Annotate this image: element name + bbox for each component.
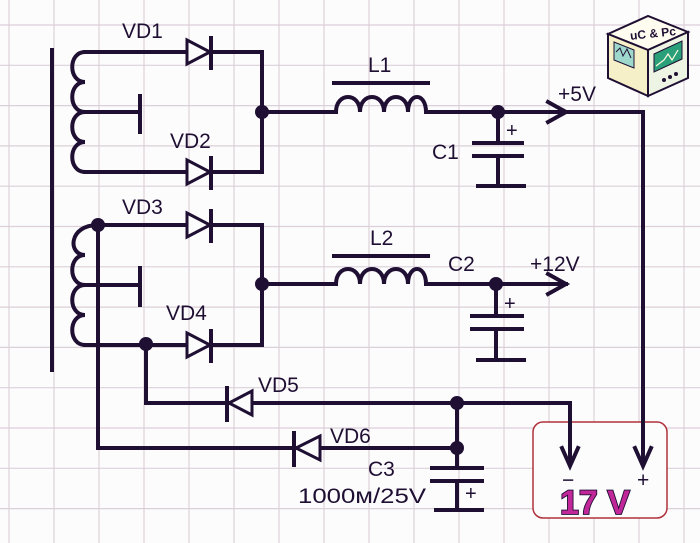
capacitor-c2: + — [470, 282, 526, 362]
plus-terminal-sign: + — [637, 469, 649, 492]
output-17v-label: 17 V — [560, 484, 630, 522]
diode-vd5 — [225, 386, 254, 422]
label-c3: C3 — [368, 458, 395, 481]
oscilloscope-cube-logo: uC & Pc — [605, 14, 691, 98]
logo-text: uC & Pc — [629, 24, 677, 43]
label-l1: L1 — [368, 54, 391, 77]
c1-plus-sign: + — [506, 120, 518, 142]
arrow-12v — [545, 271, 571, 297]
label-l2: L2 — [370, 227, 393, 250]
label-c1: C1 — [432, 141, 459, 164]
label-c2: C2 — [448, 253, 475, 276]
label-vd3: VD3 — [122, 196, 163, 219]
arrow-plus-terminal — [632, 445, 654, 471]
minus-terminal-sign: − — [562, 469, 574, 492]
diode-vd2 — [185, 156, 214, 190]
label-vd1: VD1 — [122, 20, 163, 43]
capacitor-c1: + — [472, 110, 526, 188]
capacitor-c3: + — [430, 466, 484, 512]
inductor-l2 — [332, 254, 430, 287]
c2-plus-sign: + — [504, 293, 516, 315]
diode-vd3 — [185, 209, 214, 243]
label-vd5: VD5 — [258, 374, 299, 397]
label-out-5v: +5V — [558, 83, 596, 106]
junction-dot — [450, 396, 464, 410]
lower-winding — [70, 218, 269, 351]
diode-vd6 — [292, 431, 322, 467]
upper-winding — [70, 49, 269, 175]
arrow-minus-terminal — [559, 445, 581, 471]
inductor-l1 — [332, 81, 430, 115]
junction-dot — [450, 441, 464, 455]
arrow-5v — [545, 99, 571, 125]
label-c3-value: 1000м/25V — [298, 485, 426, 508]
output-17v-box — [532, 421, 668, 519]
label-vd4: VD4 — [166, 302, 207, 325]
c3-plus-sign: + — [465, 483, 477, 505]
label-out-12v: +12V — [530, 253, 580, 276]
diode-vd1 — [185, 36, 214, 70]
label-vd2: VD2 — [170, 130, 211, 153]
label-vd6: VD6 — [330, 425, 371, 448]
diode-vd4 — [185, 329, 214, 363]
